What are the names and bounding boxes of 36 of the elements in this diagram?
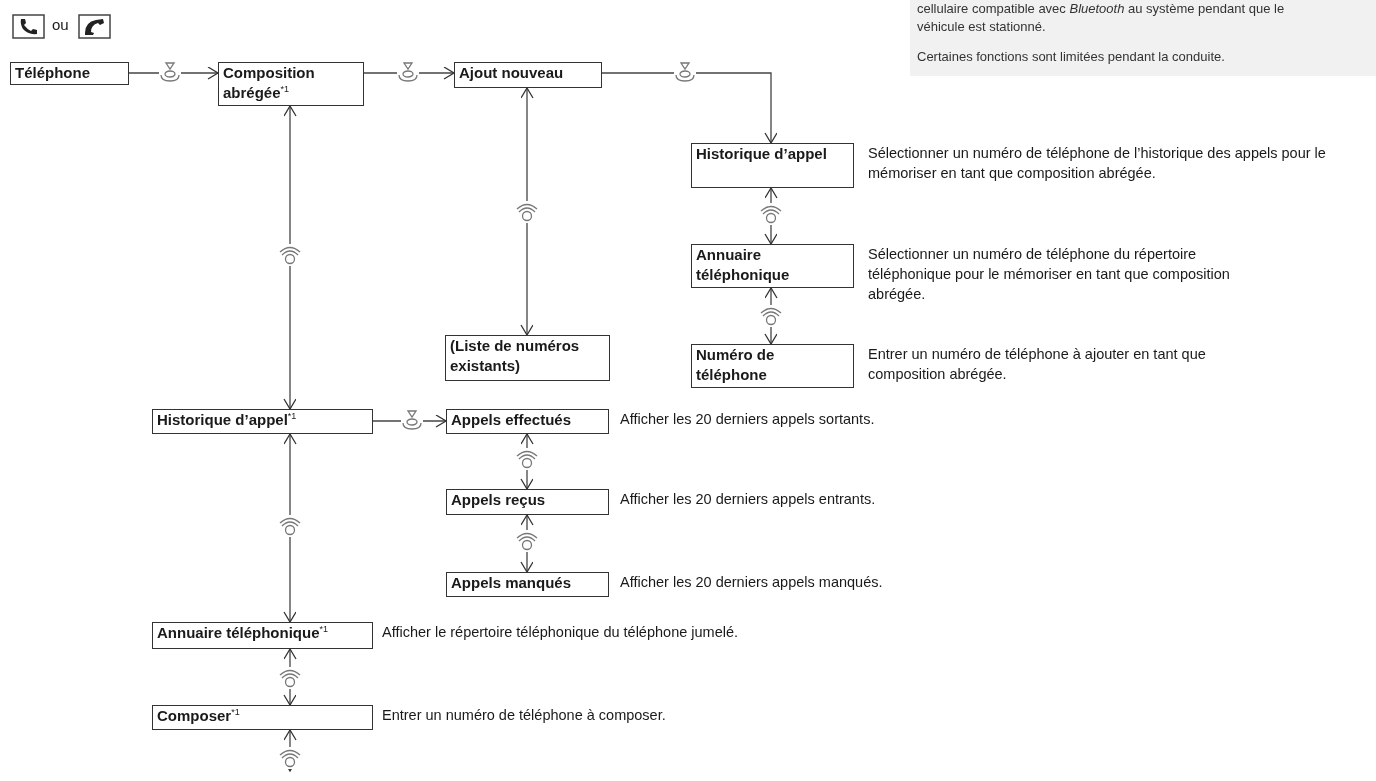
menu-box: Historique d’appel$^{*1}$ (152, 409, 373, 434)
arrow (520, 87, 534, 336)
arrow (372, 414, 447, 428)
menu-box: Numéro de téléphone (691, 344, 854, 388)
description-text: Entrer un numéro de téléphone à ajouter en tant que composition abrégée. (868, 345, 1207, 384)
or-text: ou (52, 16, 69, 33)
description-text: Afficher les 20 derniers appels entrants. (620, 490, 877, 509)
description-text: Sélectionner un numéro de téléphone du répertoire téléphonique pour le mémoriser en tant que composition abrégée. (868, 245, 1231, 304)
arrow (283, 648, 297, 706)
menu-box: Appels manqués (446, 572, 609, 597)
description-text: Entrer un numéro de téléphone à composer. (382, 706, 667, 725)
description-text: Afficher le répertoire téléphonique du téléphone jumelé. (382, 623, 740, 642)
arrow (128, 66, 219, 80)
note-text: cellulaire compatible avec Bluetooth au système pendant que le véhicule est stationné. (917, 0, 1286, 36)
menu-box: Ajout nouveau (454, 62, 602, 88)
arrow (283, 433, 297, 623)
menu-box: Annuaire téléphonique$^{*1}$ (152, 622, 373, 649)
menu-box: Annuaire téléphonique (691, 244, 854, 288)
arrow (520, 433, 534, 490)
arrow (601, 72, 778, 144)
note-text: Certaines fonctions sont limitées pendant la conduite. (917, 48, 1226, 66)
arrow (764, 187, 778, 245)
menu-box: (Liste de numéros existants) (445, 335, 610, 381)
menu-box: Historique d’appel (691, 143, 854, 188)
arrow (520, 514, 534, 573)
description-text: Afficher les 20 derniers appels sortants. (620, 410, 876, 429)
menu-box: Appels effectués (446, 409, 609, 434)
arrow (363, 66, 455, 80)
menu-box: Composer$^{*1}$ (152, 705, 373, 730)
description-text: Sélectionner un numéro de téléphone de l’historique des appels pour le mémoriser en tant que composition abrégée. (868, 144, 1327, 183)
menu-box: Appels reçus (446, 489, 609, 515)
description-text: Afficher les 20 derniers appels manqués. (620, 573, 884, 592)
arrow (283, 105, 297, 410)
menu-box: Composition abrégée$^{*1}$ (218, 62, 364, 106)
arrow (764, 287, 778, 345)
menu-box: Téléphone (10, 62, 129, 85)
